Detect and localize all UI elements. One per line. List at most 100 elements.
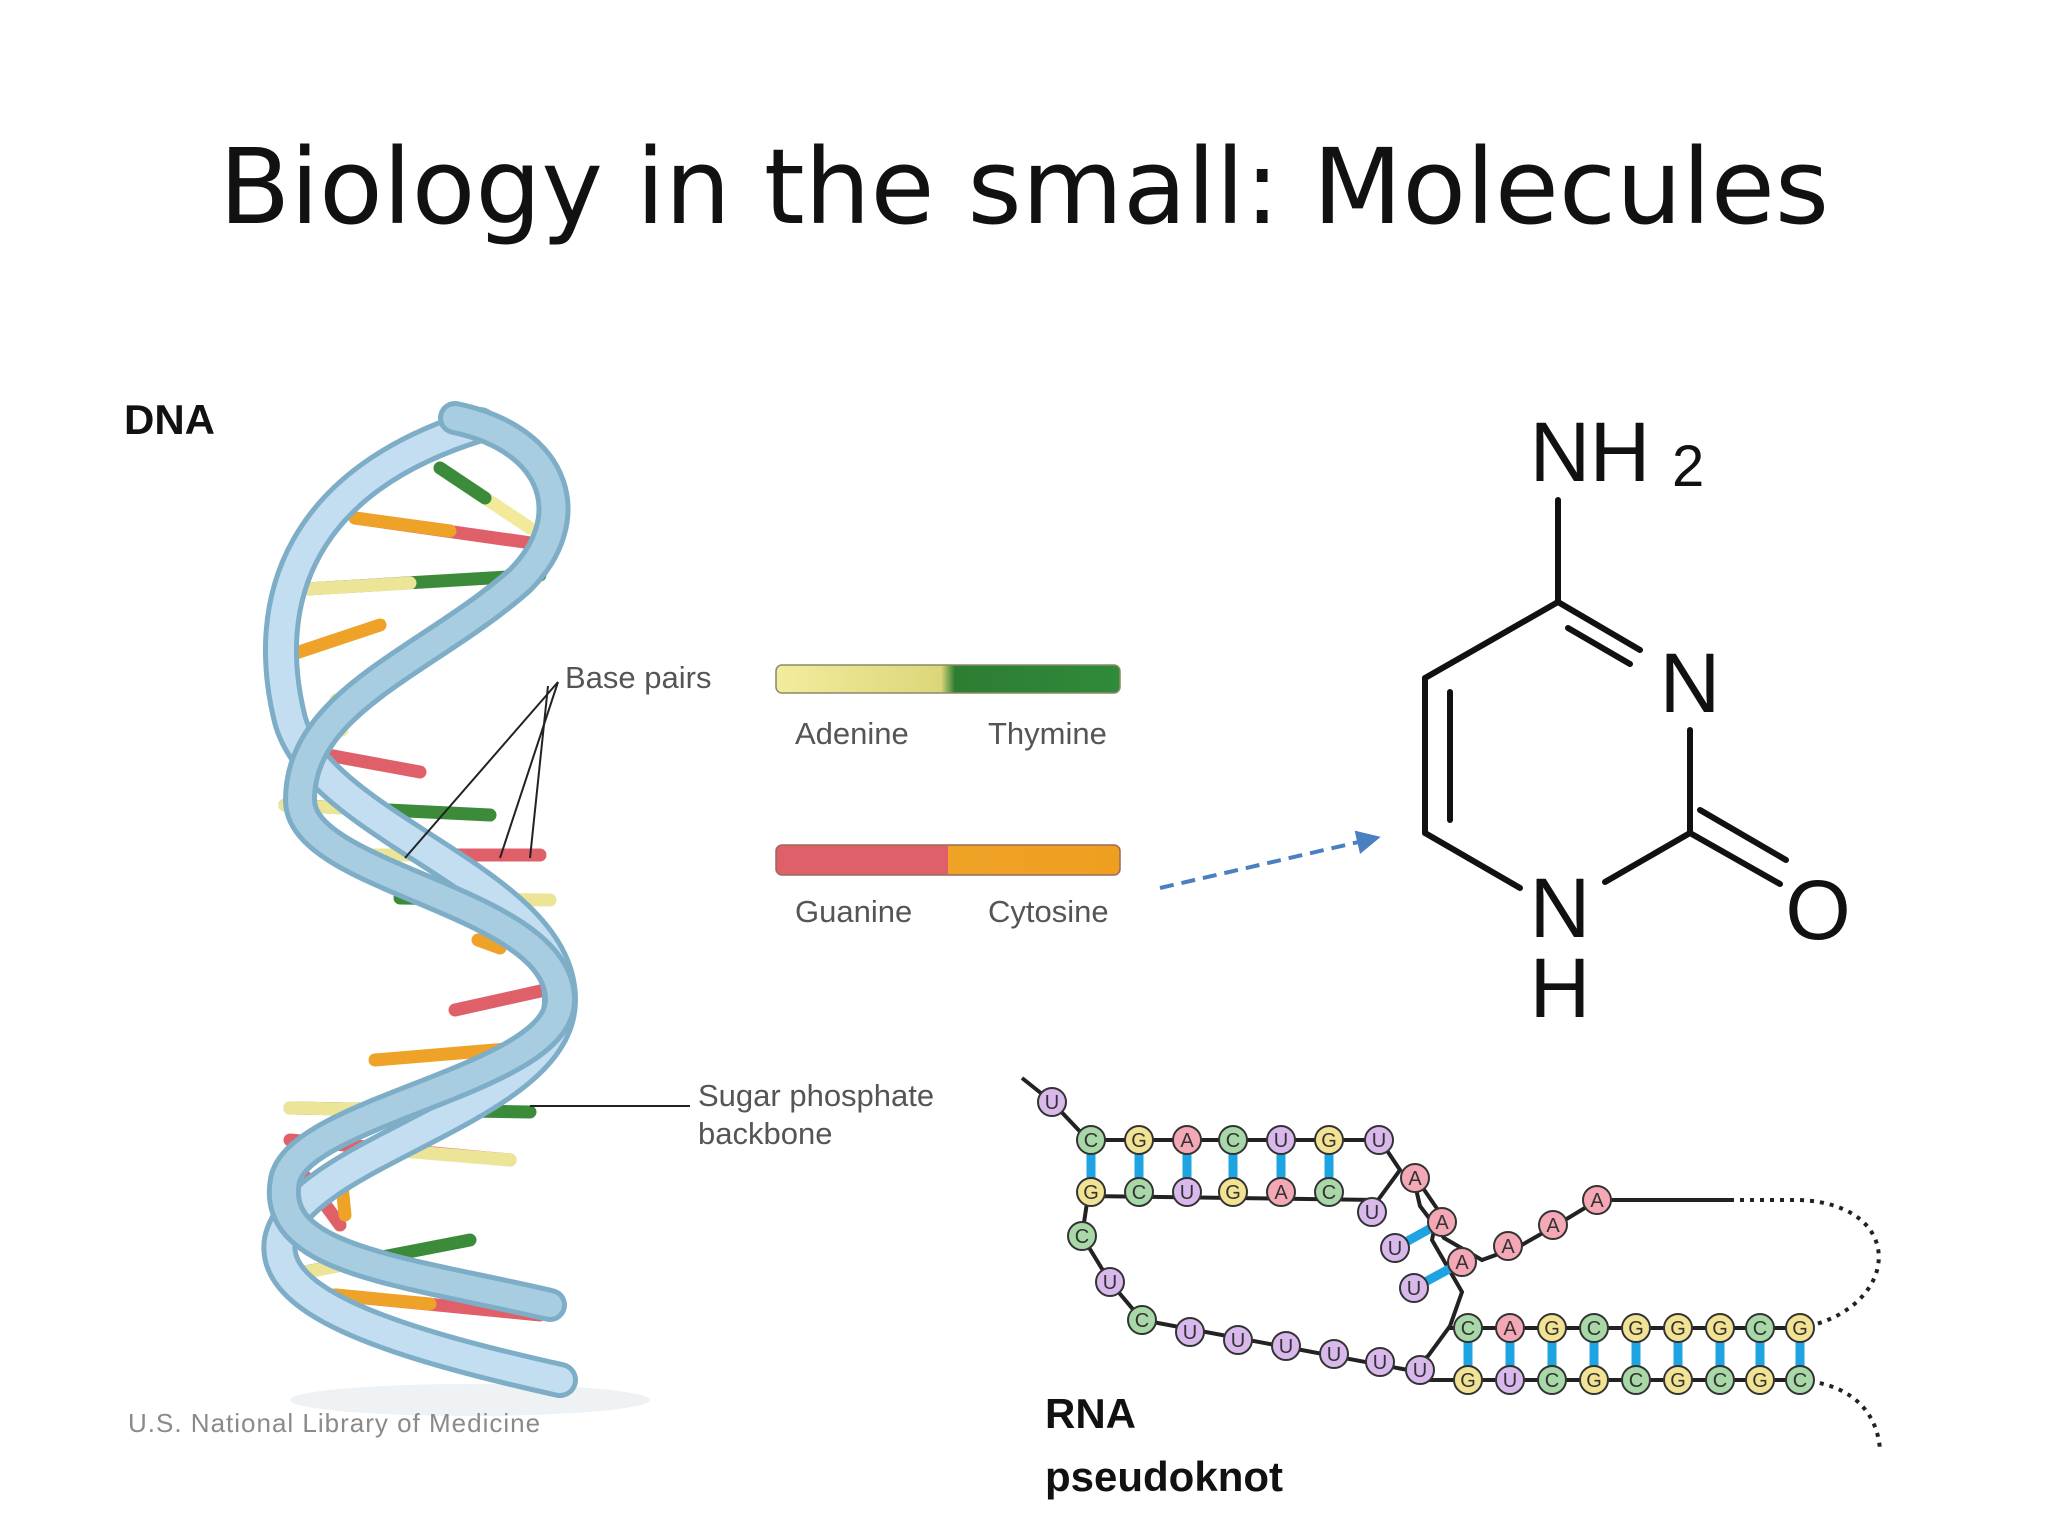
rna-base-letter: U <box>1388 1238 1402 1260</box>
rna-base-letter: G <box>1712 1318 1728 1340</box>
rna-base-stem2-top: C <box>1745 1313 1775 1343</box>
rna-base-circle <box>1319 1339 1349 1369</box>
rna-base-stem2-top: G <box>1663 1313 1693 1343</box>
ring-N1-H: H <box>1530 941 1591 1035</box>
rna-base-top-row: U <box>1364 1125 1394 1155</box>
rna-base-letter: C <box>1587 1318 1601 1340</box>
rna-base-letter: G <box>1752 1370 1768 1392</box>
rna-base-letter: G <box>1083 1182 1099 1204</box>
rna-base-letter: A <box>1590 1190 1604 1212</box>
rna-base-letter: A <box>1501 1236 1515 1258</box>
base-pair-legend: Adenine Thymine Guanine Cytosine <box>775 664 1121 929</box>
rna-base-letter: U <box>1045 1092 1059 1114</box>
rna-base-letter: U <box>1372 1130 1386 1152</box>
rna-base-second-row: C <box>1314 1177 1344 1207</box>
rna-base-circle <box>1582 1185 1612 1215</box>
rna-base-letter: U <box>1183 1322 1197 1344</box>
rna-base-letter: U <box>1413 1360 1427 1382</box>
bond <box>1422 599 1561 681</box>
backbone-label-line1: Sugar phosphate <box>698 1078 934 1113</box>
rna-base-letter: A <box>1180 1130 1194 1152</box>
rna-base-stem2-top: G <box>1537 1313 1567 1343</box>
rna-base-letter: U <box>1365 1202 1379 1224</box>
rna-base-letter: A <box>1274 1182 1288 1204</box>
rna-base-stem2-top: G <box>1621 1313 1651 1343</box>
rna-base-loop: U <box>1380 1233 1410 1263</box>
rna-base-letter: C <box>1793 1370 1807 1392</box>
image-credit: U.S. National Library of Medicine <box>128 1408 541 1438</box>
base-pairs-callout <box>404 681 559 859</box>
rna-base-circle <box>1266 1125 1296 1155</box>
rna-base-bottom-chain: U <box>1405 1355 1435 1385</box>
rna-base-letter: G <box>1670 1318 1686 1340</box>
bond <box>1697 807 1789 863</box>
rna-base-circle <box>1663 1365 1693 1395</box>
rna-base-letter: U <box>1231 1330 1245 1352</box>
rna-base-circle <box>1537 1365 1567 1395</box>
rna-base-circle <box>1124 1125 1154 1155</box>
rna-base-top-row: U <box>1266 1125 1296 1155</box>
rna-base-letter: U <box>1103 1272 1117 1294</box>
rna-base-letter: G <box>1628 1318 1644 1340</box>
ring-N3: N <box>1660 636 1721 730</box>
rna-base-stem2-bottom: U <box>1495 1365 1525 1395</box>
rna-base-letter: C <box>1135 1310 1149 1332</box>
rna-base-tail: A <box>1493 1231 1523 1261</box>
rna-base-second-row: U <box>1172 1177 1202 1207</box>
rna-base-circle <box>1745 1365 1775 1395</box>
rna-base-bottom-chain: U <box>1319 1339 1349 1369</box>
rna-base-circle <box>1127 1305 1157 1335</box>
rna-base-stem2-bottom: G <box>1453 1365 1483 1395</box>
bond <box>1555 599 1643 653</box>
rna-base-circle <box>1745 1313 1775 1343</box>
cytosine-label: Cytosine <box>988 894 1109 929</box>
rung <box>471 933 507 955</box>
rna-base-letter: U <box>1407 1278 1421 1300</box>
rna-base-bottom-chain: U <box>1175 1317 1205 1347</box>
rung <box>328 1288 437 1311</box>
rna-base-circle <box>1365 1347 1395 1377</box>
thymine-label: Thymine <box>988 716 1107 751</box>
rna-base-left-column: C <box>1127 1305 1157 1335</box>
rna-base-letter: U <box>1274 1130 1288 1152</box>
rna-base-circle <box>1705 1365 1735 1395</box>
cytosine-structure <box>1422 497 1789 891</box>
rna-base-loop: A <box>1447 1247 1477 1277</box>
amine-N: N <box>1530 405 1591 499</box>
guanine-cytosine-bar <box>775 844 1121 876</box>
dashed-arrow <box>1159 830 1381 890</box>
adenine-label: Adenine <box>795 716 909 751</box>
rna-base-circle <box>1223 1325 1253 1355</box>
rna-base-letter: G <box>1131 1130 1147 1152</box>
rna-base-circle <box>1705 1313 1735 1343</box>
callout-line <box>529 685 549 859</box>
rna-base-circle <box>1621 1365 1651 1395</box>
rna-base-tail: A <box>1582 1185 1612 1215</box>
guanine-label: Guanine <box>795 894 912 929</box>
amine-subscript: 2 <box>1672 434 1704 499</box>
rna-base-circle <box>1579 1313 1609 1343</box>
bond <box>1687 830 1783 887</box>
rna-base-circle <box>1218 1177 1248 1207</box>
rna-base-circle <box>1067 1221 1097 1251</box>
callout-line <box>404 681 559 859</box>
rna-base-letter: A <box>1455 1252 1469 1274</box>
dna-label: DNA <box>124 396 215 443</box>
rna-base-circle <box>1399 1273 1429 1303</box>
rna-base-second-row: C <box>1124 1177 1154 1207</box>
dna-helix: Base pairs Sugar phosphate backbone U.S.… <box>128 401 934 1438</box>
rna-base-circle <box>1076 1125 1106 1155</box>
rna-base-letter: U <box>1180 1182 1194 1204</box>
rna-base-circle <box>1537 1313 1567 1343</box>
rna-base-letter: C <box>1322 1182 1336 1204</box>
rna-base-top-row: C <box>1076 1125 1106 1155</box>
rna-base-circle <box>1495 1365 1525 1395</box>
rna-base-bottom-chain: U <box>1223 1325 1253 1355</box>
rna-base-left-column: C <box>1067 1221 1097 1251</box>
rna-base-stem2-top: C <box>1453 1313 1483 1343</box>
rna-base-circle <box>1453 1313 1483 1343</box>
rna-base-stem2-bottom: G <box>1579 1365 1609 1395</box>
rna-base-second-row: G <box>1218 1177 1248 1207</box>
